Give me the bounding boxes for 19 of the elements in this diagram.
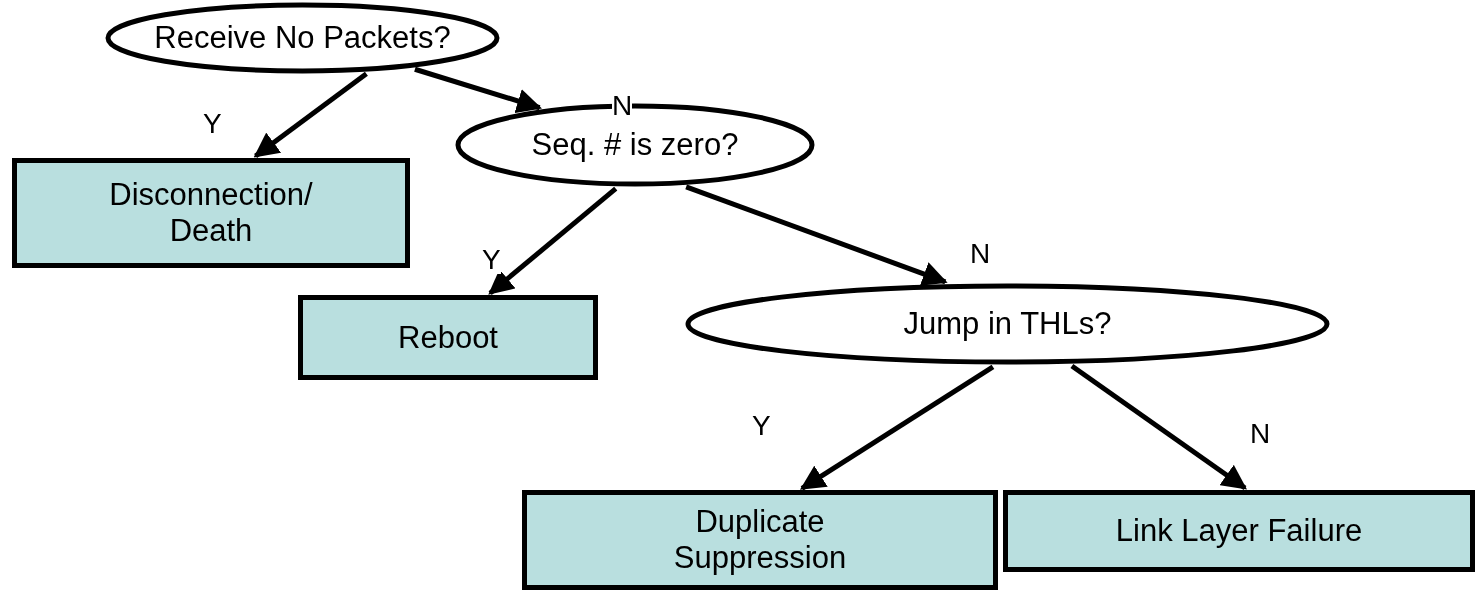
decision-ellipse bbox=[105, 2, 500, 74]
outcome-box bbox=[522, 490, 998, 590]
decision-ellipse bbox=[685, 283, 1330, 365]
node-text: Link Layer Failure bbox=[1115, 513, 1363, 549]
arrow bbox=[685, 184, 948, 286]
outcome-box bbox=[298, 295, 598, 380]
outcome-box bbox=[12, 158, 410, 268]
node-text: Jump in THLs? bbox=[903, 306, 1112, 342]
arrow bbox=[799, 364, 995, 491]
node-text: Receive No Packets? bbox=[154, 20, 451, 56]
arrow bbox=[414, 66, 542, 114]
node-text: Duplicate Suppression bbox=[672, 504, 848, 576]
node-text: Reboot bbox=[398, 319, 498, 356]
node-text: Disconnection/ Death bbox=[108, 177, 314, 249]
arrow bbox=[488, 186, 618, 296]
outcome-box bbox=[1003, 490, 1475, 572]
arrow bbox=[253, 71, 368, 159]
node-text: Seq. # is zero? bbox=[531, 127, 739, 163]
arrow bbox=[1070, 363, 1247, 491]
